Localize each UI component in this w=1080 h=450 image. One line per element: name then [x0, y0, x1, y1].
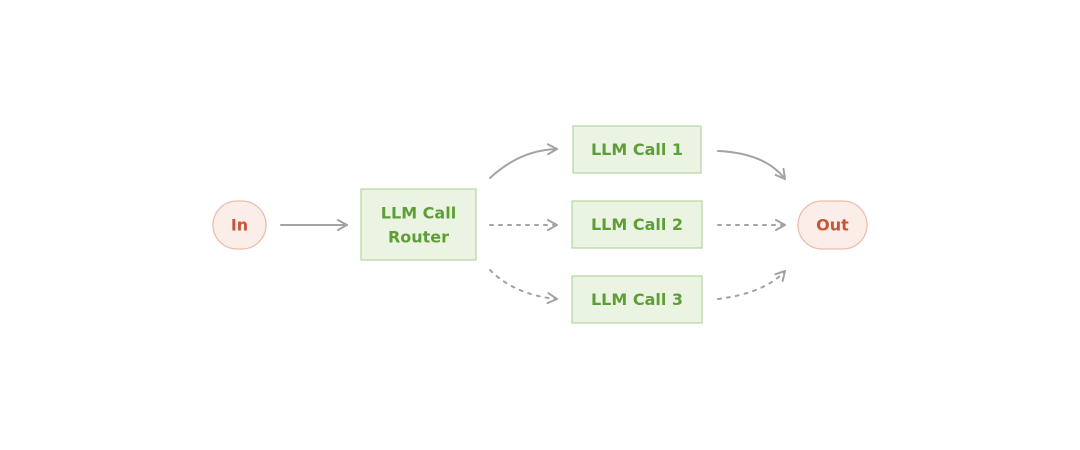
node-call3-shape: [571, 275, 703, 324]
node-router-label-line2: Router: [388, 228, 449, 247]
node-call3-label: LLM Call 3: [591, 290, 683, 309]
node-call1-label: LLM Call 1: [591, 140, 683, 159]
edge-router-to-call3: [489, 269, 558, 305]
edges: [280, 143, 786, 305]
node-call1-shape: [572, 125, 702, 174]
node-out-shape: [797, 200, 868, 250]
node-call2-shape: [571, 200, 703, 249]
node-call3: LLM Call 3: [571, 275, 703, 324]
edge-router-to-call1: [489, 143, 558, 179]
node-call2: LLM Call 2: [571, 200, 703, 249]
node-router-shape: [360, 188, 477, 261]
node-call1: LLM Call 1: [572, 125, 702, 174]
edge-call1-to-out: [717, 150, 786, 180]
node-router-label-line1: LLM Call: [381, 204, 456, 223]
node-router: LLM Call Router: [360, 188, 477, 261]
node-out-label: Out: [816, 216, 849, 235]
node-in: In: [212, 200, 267, 250]
node-in-label: In: [231, 216, 248, 235]
node-out: Out: [797, 200, 868, 250]
node-in-shape: [212, 200, 267, 250]
edge-call3-to-out: [717, 270, 786, 300]
node-call2-label: LLM Call 2: [591, 215, 683, 234]
